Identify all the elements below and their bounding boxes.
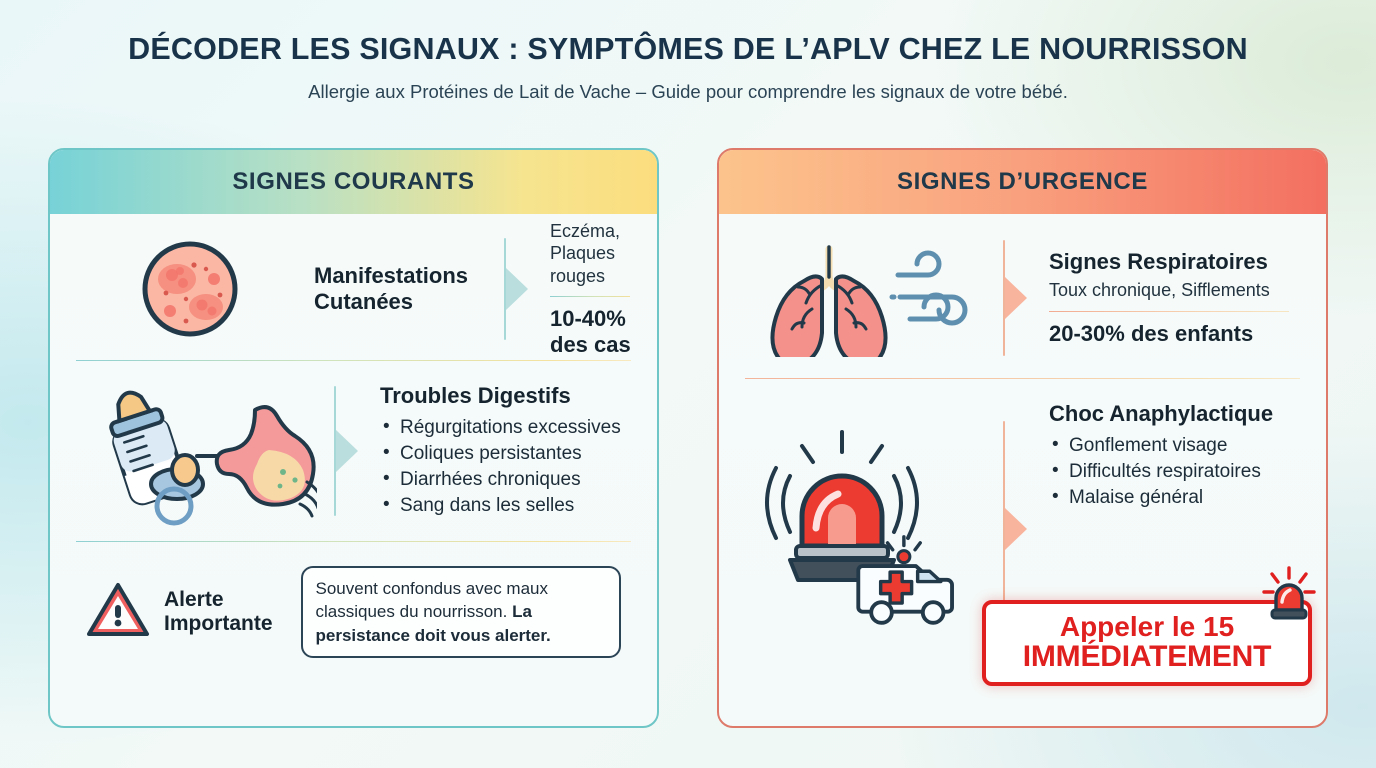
vertical-rule [334, 386, 336, 516]
emergency-signs-body: Signes Respiratoires Toux chronique, Sif… [719, 214, 1326, 726]
respiratory-section-content: Signes Respiratoires Toux chronique, Sif… [1041, 249, 1304, 346]
panels-container: SIGNES COURANTS [0, 148, 1376, 728]
alert-text-box: Souvent confondus avec maux classiques d… [300, 566, 621, 658]
respiratory-mini-divider [1049, 310, 1289, 312]
arrow-right-icon [1005, 277, 1027, 319]
page-header: DÉCODER LES SIGNAUX : SYMPTÔMES DE L’APL… [0, 0, 1376, 103]
right-section-divider-1 [745, 378, 1300, 379]
skin-rash-icon [72, 235, 308, 343]
vertical-rule [1003, 421, 1005, 637]
anaphylaxis-section-content: Choc Anaphylactique Gonflement visage Di… [1041, 379, 1304, 512]
digestive-arrow-divider [328, 361, 366, 541]
respiratory-stat: 20-30% des enfants [1049, 320, 1254, 346]
baby-bottle-stomach-icon [72, 376, 322, 526]
digestive-section-title: Troubles Digestifs [380, 382, 571, 408]
respiratory-section-title: Signes Respiratoires [1049, 249, 1268, 275]
alert-label-line2: Importante [164, 612, 273, 635]
skin-section-title: Manifestations Cutanées [314, 262, 469, 314]
list-item: Régurgitations excessives [380, 414, 635, 441]
vertical-rule [504, 237, 506, 341]
list-item: Coliques persistantes [380, 440, 635, 467]
arrow-right-icon [1005, 508, 1027, 550]
alert-text-normal: Souvent confondus avec maux classiques d… [315, 579, 548, 622]
emergency-light-icon [1260, 566, 1318, 627]
emergency-cta-wrapper: Appeler le 15 IMMÉDIATEMENT [982, 566, 1316, 686]
skin-detail-line2: Plaques rouges [550, 243, 616, 286]
skin-arrow-divider [498, 218, 536, 360]
arrow-right-icon [336, 430, 358, 472]
common-signs-body: Manifestations Cutanées Eczéma, Plaques … [50, 214, 657, 726]
respiratory-detail: Toux chronique, Sifflements [1049, 280, 1270, 301]
vertical-rule [1003, 240, 1005, 356]
emergency-signs-panel: SIGNES D’URGENCE [717, 148, 1328, 728]
skin-section-row: Manifestations Cutanées Eczéma, Plaques … [72, 218, 635, 360]
digestive-section-content: Troubles Digestifs Régurgitations excess… [372, 383, 635, 520]
list-item: Diarrhées chroniques [380, 466, 635, 493]
alert-label-line1: Alerte [164, 587, 224, 611]
arrow-right-icon [506, 268, 528, 310]
anaphylaxis-section-row: Choc Anaphylactique Gonflement visage Di… [741, 379, 1304, 679]
common-signs-panel: SIGNES COURANTS [48, 148, 659, 728]
respiratory-section-row: Signes Respiratoires Toux chronique, Sif… [741, 218, 1304, 378]
left-section-divider-2 [76, 541, 631, 542]
alert-label: Alerte Importante [164, 588, 273, 637]
anaphylaxis-arrow-divider [997, 379, 1035, 679]
digestive-section-row: Troubles Digestifs Régurgitations excess… [72, 361, 635, 541]
skin-stat: 10-40% des cas [550, 306, 631, 358]
cta-line-2: IMMÉDIATEMENT [1022, 639, 1272, 673]
emergency-signs-heading: SIGNES D’URGENCE [719, 150, 1326, 214]
respiratory-arrow-divider [997, 218, 1035, 378]
left-section-divider-1 [76, 360, 631, 361]
skin-section-content: Eczéma, Plaques rouges 10-40% des cas [542, 220, 635, 359]
anaphylaxis-section-title: Choc Anaphylactique [1049, 401, 1274, 426]
common-signs-heading: SIGNES COURANTS [50, 150, 657, 214]
page-title: DÉCODER LES SIGNAUX : SYMPTÔMES DE L’APL… [128, 32, 1248, 66]
skin-mini-divider [550, 296, 630, 298]
important-alert-row: Alerte Importante Souvent confondus avec… [72, 542, 635, 682]
list-item: Difficultés respiratoires [1049, 458, 1304, 485]
list-item: Sang dans les selles [380, 492, 635, 519]
page-subtitle: Allergie aux Protéines de Lait de Vache … [308, 80, 1068, 102]
cta-line-1: Appeler le 15 [1059, 610, 1235, 642]
alert-text-bold: La persistance doit vous alerter. [315, 602, 551, 645]
list-item: Malaise général [1049, 484, 1304, 511]
emergency-call-button[interactable]: Appeler le 15 IMMÉDIATEMENT [982, 599, 1312, 686]
digestive-bullet-list: Régurgitations excessives Coliques persi… [380, 414, 635, 520]
warning-triangle-icon [86, 581, 150, 644]
skin-detail-line1: Eczéma, [550, 220, 621, 241]
anaphylaxis-bullet-list: Gonflement visage Difficultés respiratoi… [1049, 432, 1304, 512]
lungs-wind-icon [741, 239, 991, 357]
list-item: Gonflement visage [1049, 432, 1304, 459]
siren-ambulance-icon [741, 424, 991, 634]
